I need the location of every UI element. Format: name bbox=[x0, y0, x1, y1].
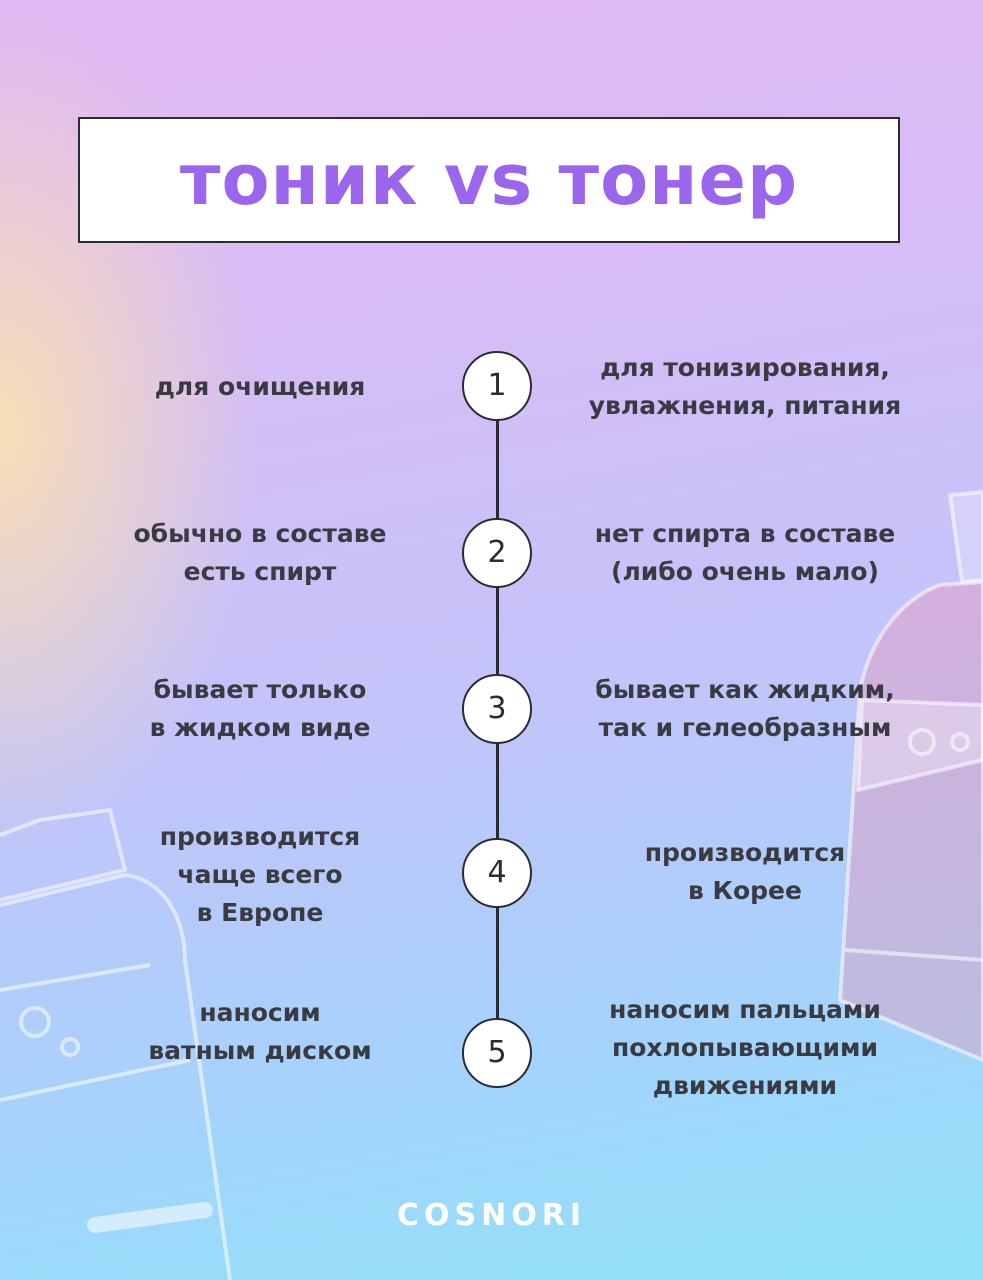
row-5-toner: наносим пальцами похлопывающими движения… bbox=[540, 990, 950, 1106]
row-1-toner: для тонизирования, увлажнения, питания bbox=[540, 348, 950, 426]
row-2-toner: нет спирта в составе (либо очень мало) bbox=[540, 514, 950, 592]
row-4-toner-line-1: производится bbox=[644, 838, 846, 867]
row-3-toner-line-1: бывает как жидким, bbox=[595, 675, 895, 704]
row-4-toner: производится в Корее bbox=[540, 833, 950, 911]
row-1-tonic-line-1: для очищения bbox=[154, 372, 366, 401]
row-5-tonic-line-1: наносим bbox=[199, 998, 321, 1027]
row-4-toner-line-2: в Корее bbox=[688, 876, 802, 905]
row-4-tonic-line-3: в Европе bbox=[196, 898, 324, 927]
number-circle-3: 3 bbox=[462, 674, 532, 744]
row-1-tonic: для очищения bbox=[80, 348, 440, 426]
page-title: тоник vs тонер bbox=[179, 139, 799, 221]
row-3-tonic-line-2: в жидком виде bbox=[149, 713, 371, 742]
row-4-tonic-line-1: производится bbox=[159, 822, 361, 851]
row-5-toner-line-3: движениями bbox=[652, 1071, 838, 1100]
row-1-toner-line-2: увлажнения, питания bbox=[588, 391, 902, 420]
row-5-toner-line-1: наносим пальцами bbox=[609, 995, 881, 1024]
row-4-tonic: производится чаще всего в Европе bbox=[80, 817, 440, 933]
number-circle-2: 2 bbox=[462, 518, 532, 588]
row-5-toner-line-2: похлопывающими bbox=[611, 1033, 879, 1062]
bottle-right-decoration bbox=[838, 490, 983, 1062]
row-2-toner-line-1: нет спирта в составе bbox=[594, 519, 896, 548]
row-2-tonic: обычно в составе есть спирт bbox=[80, 514, 440, 592]
row-3-tonic-line-1: бывает только bbox=[153, 675, 367, 704]
number-circle-1: 1 bbox=[462, 351, 532, 421]
number-circle-5: 5 bbox=[462, 1018, 532, 1088]
row-5-tonic-line-2: ватным диском bbox=[148, 1036, 372, 1065]
row-3-toner: бывает как жидким, так и гелеобразным bbox=[540, 670, 950, 748]
row-2-toner-line-2: (либо очень мало) bbox=[611, 557, 879, 586]
row-2-tonic-line-2: есть спирт bbox=[183, 557, 337, 586]
row-5-tonic: наносим ватным диском bbox=[80, 993, 440, 1071]
row-3-tonic: бывает только в жидком виде bbox=[80, 670, 440, 748]
row-2-tonic-line-1: обычно в составе bbox=[133, 519, 387, 548]
bottle-left-decoration bbox=[0, 808, 232, 1280]
row-3-toner-line-2: так и гелеобразным bbox=[598, 713, 892, 742]
title-box: тоник vs тонер bbox=[78, 117, 900, 243]
number-circle-4: 4 bbox=[462, 838, 532, 908]
row-1-toner-line-1: для тонизирования, bbox=[600, 353, 890, 382]
brand-logo: COSNORI bbox=[397, 1198, 586, 1233]
row-4-tonic-line-2: чаще всего bbox=[177, 860, 343, 889]
